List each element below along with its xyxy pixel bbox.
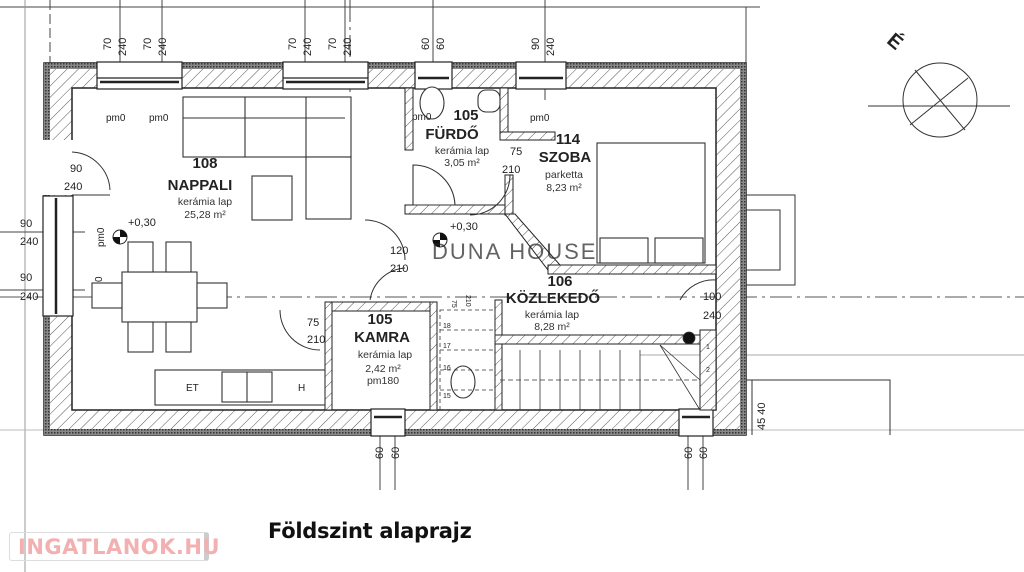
dim-label: 75 [450,300,457,308]
dim-label: 60 [390,447,402,459]
room-area: 25,28 m² [184,209,226,221]
dim-label: 90 [70,163,82,175]
dim-label: 60 [683,447,695,459]
dim-label: 240 [117,38,129,56]
dim-label: 60 [435,38,447,50]
dim-label: 75 [307,317,319,329]
step-number: 16 [443,365,451,372]
room-floor: kerámia lap [178,196,232,208]
door-swings [71,151,717,351]
step-number: 18 [443,323,451,330]
wall-thickness-label: 45 40 [756,402,768,430]
dim-label: 240 [342,38,354,56]
furniture [91,86,706,406]
room-floor: kerámia lap [435,145,489,157]
step-number: 17 [443,343,451,350]
pm-label: pm0 [412,112,432,123]
dim-label: 90 [530,38,542,50]
room-number: 105 [367,311,392,328]
bottom-dimensions: 60 60 60 60 45 40 [374,402,768,459]
interior-walls [324,87,717,411]
level-markers [112,229,448,248]
level-label: +0,30 [450,221,478,233]
dim-label: 100 [703,291,721,303]
step-number: 15 [443,393,451,400]
plan-title: Földszint alaprajz [268,519,472,543]
dim-label: 70 [102,38,114,50]
dim-label: 70 [142,38,154,50]
room-szoba: 114 SZOBA parketta 8,23 m² [539,131,592,194]
windows [42,61,714,437]
fridge-label: H [298,383,305,394]
room-area: 2,42 m² [365,363,401,375]
room-area: 8,28 m² [534,321,570,333]
logo-text: INGATLANOK.HU [18,534,221,559]
step-number: 2 [706,367,710,374]
top-dimensions: 70 240 70 240 70 240 70 240 60 60 90 240 [102,38,557,56]
room-extra: pm180 [367,375,399,387]
pm-label: pm0 [106,113,126,124]
room-kamra: 105 KAMRA kerámia lap 2,42 m² pm180 [354,311,412,387]
dim-label: 210 [502,164,520,176]
room-nappali: 108 NAPPALI kerámia lap 25,28 m² [168,155,233,221]
room-number: 105 [453,107,478,124]
dim-label: 240 [545,38,557,56]
dim-label: 60 [698,447,710,459]
room-floor: parketta [545,169,583,181]
dim-label: 90 [20,218,32,230]
room-name: NAPPALI [168,177,233,194]
room-number: 108 [192,155,217,172]
step-number: 1 [706,344,710,351]
oven-label: ET [186,383,199,394]
left-dimensions: 90 240 90 240 [20,218,38,303]
dim-label: 240 [302,38,314,56]
annex [746,194,891,435]
north-compass [868,62,1010,138]
staircase [439,309,701,411]
dim-label: 60 [374,447,386,459]
dim-label: 240 [64,181,82,193]
dim-label: 60 [420,38,432,50]
room-name: KAMRA [354,329,410,346]
room-area: 8,23 m² [546,182,582,194]
room-floor: kerámia lap [358,349,412,361]
pm-label: 0 [94,276,105,282]
room-number: 106 [547,273,572,290]
dim-label: 240 [20,236,38,248]
dim-label: 240 [703,310,721,322]
room-kozlekedo: 106 KÖZLEKEDŐ kerámia lap 8,28 m² [506,273,601,333]
site-logo[interactable]: INGATLANOK.HU [9,532,220,561]
dim-label: 210 [307,334,325,346]
pm-label: pm0 [96,227,107,247]
dim-label: 240 [157,38,169,56]
stair-step-numbers: 18 17 16 15 1 2 [443,323,710,400]
room-furdo: 105 FÜRDŐ kerámia lap 3,05 m² [425,107,489,169]
compass-north-label: É [883,28,908,54]
room-number: 114 [556,131,581,148]
door-dimensions: 90 240 120 210 75 210 75 210 75 210 100 … [64,146,721,346]
level-label: +0,30 [128,217,156,229]
pm-label: pm0 [149,113,169,124]
dim-label: 210 [464,295,471,307]
room-area: 3,05 m² [444,157,480,169]
dim-label: 70 [287,38,299,50]
room-floor: kerámia lap [525,309,579,321]
dim-label: 70 [327,38,339,50]
watermark: DUNA HOUSE [432,239,597,264]
room-name: KÖZLEKEDŐ [506,289,601,307]
dim-label: 240 [20,291,38,303]
dim-label: 90 [20,272,32,284]
dim-label: 120 [390,245,408,257]
dim-label: 75 [510,146,522,158]
room-name: SZOBA [539,149,592,166]
room-name: FÜRDŐ [425,125,479,143]
dim-label: 210 [390,263,408,275]
pm-label: pm0 [530,113,550,124]
